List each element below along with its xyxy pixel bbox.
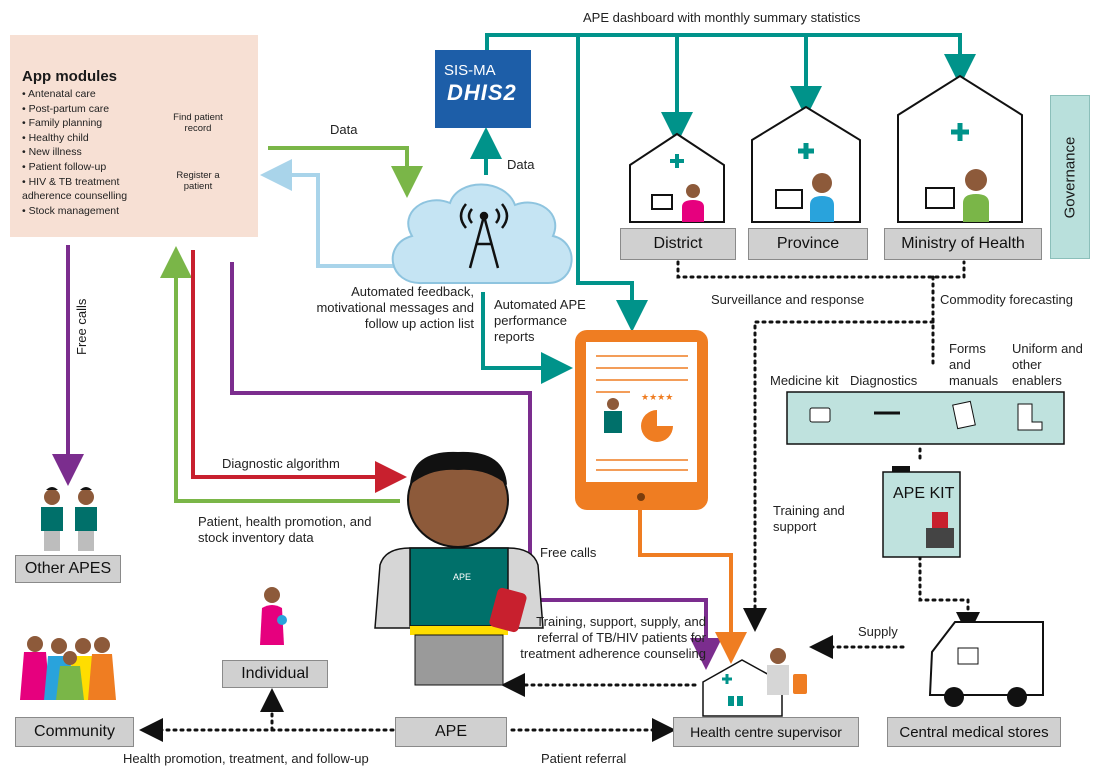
free-calls-label-left: Free calls <box>74 298 89 355</box>
svg-text:APE: APE <box>453 572 471 582</box>
ape-figure: APE <box>374 451 544 686</box>
cms-box: Central medical stores <box>887 717 1061 747</box>
kit-forms-label: Forms and manuals <box>949 341 999 388</box>
cloud-icon <box>391 183 573 285</box>
module-item: Healthy child <box>22 131 134 146</box>
app-modules-list: Antenatal care Post-partum care Family p… <box>22 87 134 218</box>
app-modules-heading: App modules <box>22 68 118 85</box>
kit-diagnostics-label: Diagnostics <box>850 373 918 388</box>
phone-find-label: Find patient record <box>173 112 223 134</box>
other-apes-figures <box>41 487 97 551</box>
kit-panel <box>786 391 1065 445</box>
kit-uniform-label: Uniform and other enablers <box>1012 341 1083 388</box>
individual-box: Individual <box>222 660 328 688</box>
community-figures <box>20 636 116 700</box>
module-item: Family planning <box>22 116 134 131</box>
svg-text:★★★★: ★★★★ <box>641 392 673 402</box>
data-label-2: Data <box>507 157 535 172</box>
module-item: New illness <box>22 145 134 160</box>
tablet-to-supervisor-arrow <box>638 510 747 664</box>
patient-referral-label: Patient referral <box>541 751 627 766</box>
module-item: Stock management <box>22 204 134 219</box>
province-box: Province <box>748 228 868 260</box>
kit-medicine-label: Medicine kit <box>770 373 839 388</box>
patient-data-label: Patient, health promotion, and stock inv… <box>198 514 372 545</box>
module-item: HIV & TB treatment adherence counselling <box>22 175 134 204</box>
module-item: Post-partum care <box>22 102 134 117</box>
district-house <box>629 132 725 223</box>
dashboard-arrows <box>470 33 976 384</box>
diagnostic-label: Diagnostic algorithm <box>222 456 340 471</box>
ape-kit-box <box>882 466 961 558</box>
supervisor-box: Health centre supervisor <box>673 717 859 747</box>
module-item: Patient follow-up <box>22 160 134 175</box>
dhis2-logo-box <box>435 50 531 128</box>
training-supply-label: Training, support, supply, and referral … <box>520 614 706 661</box>
phone-register-label: Register a patient <box>176 170 220 192</box>
data-label-1: Data <box>330 122 358 137</box>
tablet-illustration: ★★★★ <box>575 330 708 510</box>
ape-box: APE <box>395 717 507 747</box>
health-promotion-label: Health promotion, treatment, and follow-… <box>123 751 369 766</box>
ape-kit-label: APE KIT <box>893 485 955 502</box>
governance-label: Governance <box>1061 136 1079 218</box>
training-support-label: Training and support <box>773 503 845 534</box>
district-box: District <box>620 228 736 260</box>
dotted-flows <box>139 260 980 742</box>
free-calls-label-tablet: Free calls <box>540 545 597 560</box>
dhis2-label: DHIS2 <box>447 80 517 105</box>
ministry-box: Ministry of Health <box>884 228 1042 260</box>
sis-ma-label: SIS-MA <box>444 62 496 79</box>
forecasting-label: Commodity forecasting <box>940 292 1073 307</box>
data-arrows <box>160 146 423 503</box>
performance-label: Automated APE performance reports <box>494 297 586 344</box>
surveillance-label: Surveillance and response <box>711 292 865 307</box>
free-calls-arrows <box>52 245 722 670</box>
truck-illustration <box>928 621 1044 707</box>
other-apes-box: Other APES <box>15 555 121 583</box>
ministry-house <box>897 74 1023 223</box>
antenna-icon <box>459 203 509 269</box>
province-house <box>751 105 861 223</box>
supply-label: Supply <box>858 624 898 639</box>
dashboard-title: APE dashboard with monthly summary stati… <box>583 10 861 25</box>
supervisor-house <box>702 648 807 717</box>
community-box: Community <box>15 717 134 747</box>
module-item: Antenatal care <box>22 87 134 102</box>
governance-box: Governance <box>1050 95 1090 259</box>
individual-figure <box>260 587 287 645</box>
feedback-label: Automated feedback, motivational message… <box>316 284 474 331</box>
